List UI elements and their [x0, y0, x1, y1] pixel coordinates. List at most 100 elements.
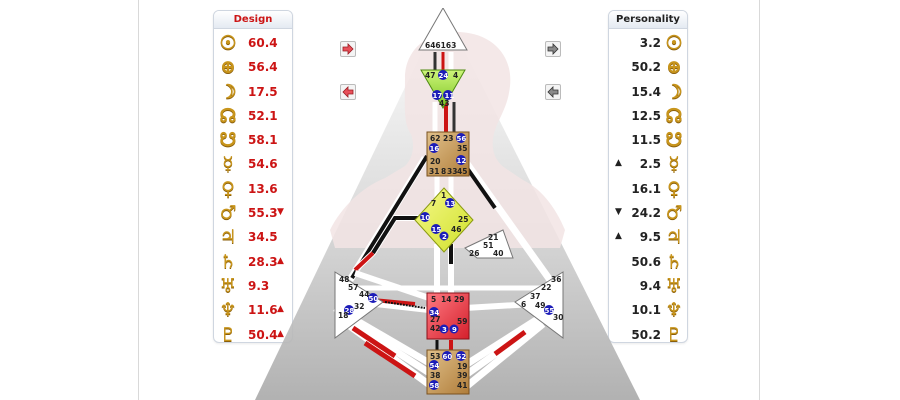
personality-gate-value: 50.6: [631, 254, 661, 269]
personality-row: ♂24.2▼: [609, 201, 687, 225]
svg-text:31: 31: [429, 167, 439, 176]
svg-text:21: 21: [488, 233, 498, 242]
personality-gate-value: 50.2: [631, 327, 661, 342]
solar-plexus-center: 36 22 37 6 49 55 30: [514, 271, 564, 339]
root-center: 53 60 52 54 19 38 39 58 41: [426, 349, 470, 395]
svg-text:27: 27: [430, 315, 440, 324]
svg-text:3: 3: [442, 326, 447, 334]
sun-icon: ☉: [665, 32, 683, 54]
svg-text:47: 47: [425, 71, 435, 80]
svg-text:17: 17: [433, 92, 443, 100]
svg-text:50: 50: [369, 295, 379, 303]
bodygraph: 646163 47 24 4 17 11 43 62 23 56 16 35 2…: [255, 8, 640, 400]
sun-icon: ☉: [219, 32, 237, 54]
design-gate-value: 50.4: [248, 327, 278, 342]
svg-text:41: 41: [457, 381, 467, 390]
design-row: ☊52.1: [214, 104, 292, 128]
south-node-icon: ☋: [665, 129, 683, 152]
svg-text:37: 37: [530, 292, 540, 301]
design-gate-value: 55.3: [248, 206, 278, 221]
svg-text:7: 7: [431, 199, 436, 208]
personality-next-button[interactable]: [545, 41, 561, 57]
personality-row: ☽15.4: [609, 80, 687, 104]
svg-text:11: 11: [445, 92, 455, 100]
svg-text:20: 20: [430, 157, 440, 166]
exalted-arrow-icon: ▲: [615, 158, 622, 169]
svg-text:5: 5: [431, 295, 436, 304]
svg-text:35: 35: [457, 144, 467, 153]
exalted-arrow-icon: ▲: [277, 304, 284, 315]
design-gate-value: 17.5: [248, 84, 278, 99]
design-panel: Design ☉60.4⊕56.4☽17.5☊52.1☋58.1☿54.6♀13…: [213, 10, 293, 343]
svg-text:13: 13: [446, 200, 456, 208]
design-row: ♃34.5: [214, 225, 292, 249]
svg-text:14: 14: [441, 295, 451, 304]
jupiter-icon: ♃: [665, 226, 683, 249]
svg-text:28: 28: [345, 307, 355, 315]
design-row: ♄28.3▲: [214, 250, 292, 274]
arrow-right-icon: [547, 43, 559, 55]
svg-text:36: 36: [551, 275, 561, 284]
jupiter-icon: ♃: [219, 226, 237, 249]
svg-text:9: 9: [452, 326, 457, 334]
svg-text:48: 48: [339, 275, 349, 284]
design-prev-button[interactable]: [340, 84, 356, 100]
design-row: ♂55.3▼: [214, 201, 292, 225]
personality-row: ☊ 12.5: [609, 104, 687, 128]
design-row: ♀13.6: [214, 177, 292, 201]
spleen-center: 48 57 44 50 32 28 18: [334, 271, 384, 339]
svg-text:32: 32: [354, 302, 364, 311]
svg-text:12: 12: [457, 157, 467, 165]
moon-icon: ☽: [219, 80, 237, 103]
svg-text:43: 43: [439, 99, 449, 108]
design-gate-value: 58.1: [248, 133, 278, 148]
exalted-arrow-icon: ▲: [615, 231, 622, 242]
svg-text:29: 29: [454, 295, 464, 304]
design-next-button[interactable]: [340, 41, 356, 57]
mars-icon: ♂: [665, 202, 683, 225]
design-row: ♅9.3: [214, 274, 292, 298]
svg-text:34: 34: [430, 309, 440, 317]
design-gate-value: 11.6: [248, 303, 278, 318]
personality-gate-value: 10.1: [631, 303, 661, 318]
design-row: ⊕56.4: [214, 55, 292, 79]
sacral-center: 5 14 29 34 27 59 42 3 9: [426, 292, 470, 340]
svg-text:25: 25: [458, 215, 468, 224]
svg-text:49: 49: [535, 301, 545, 310]
g-center: 1 7 13 10 25 15 46 2: [414, 187, 474, 253]
personality-planet-list: ☉3.2⊕50.2☽15.4☊12.5☋11.5☿2.5▲♀16.1♂24.2▼…: [609, 31, 687, 342]
svg-text:62: 62: [430, 134, 440, 143]
svg-text:60: 60: [443, 353, 453, 361]
arrow-right-icon: [342, 43, 354, 55]
svg-text:4: 4: [453, 71, 458, 80]
svg-text:54: 54: [430, 362, 440, 370]
svg-text:22: 22: [541, 283, 551, 292]
svg-text:23: 23: [443, 134, 453, 143]
personality-gate-value: 9.5: [639, 230, 661, 245]
personality-panel: Personality ☉3.2⊕50.2☽15.4☊12.5☋11.5☿2.5…: [608, 10, 688, 343]
svg-text:15: 15: [432, 226, 442, 234]
personality-gate-value: 12.5: [631, 108, 661, 123]
design-gate-value: 13.6: [248, 181, 278, 196]
personality-row: ♃ 9.5 ▲: [609, 225, 687, 249]
head-center: 646163: [418, 8, 468, 51]
mars-icon: ♂: [219, 202, 237, 225]
personality-row: ☋11.5: [609, 128, 687, 152]
design-row: ♇50.4▲: [214, 323, 292, 342]
svg-text:38: 38: [430, 371, 440, 380]
head-gate-labels: 646163: [425, 41, 456, 50]
design-title: Design: [214, 11, 292, 29]
personality-row: ♅9.4: [609, 274, 687, 298]
svg-text:18: 18: [338, 311, 348, 320]
earth-icon: ⊕: [666, 56, 682, 79]
personality-prev-button[interactable]: [545, 84, 561, 100]
personality-gate-value: 2.5: [639, 157, 661, 172]
personality-title: Personality: [609, 11, 687, 29]
svg-text:55: 55: [545, 307, 555, 315]
design-row: ☽ 17.5: [214, 80, 292, 104]
earth-icon: ⊕: [220, 56, 236, 79]
north-node-icon: ☊: [219, 104, 237, 127]
north-node-icon: ☊: [665, 104, 683, 127]
personality-gate-value: 15.4: [631, 84, 661, 99]
arrow-left-icon: [342, 86, 354, 98]
